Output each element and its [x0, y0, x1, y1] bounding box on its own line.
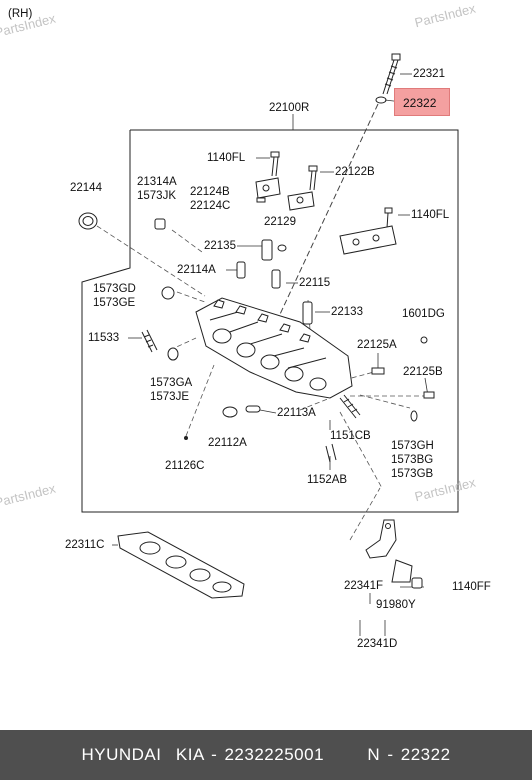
part-label[interactable]: 1573GH: [391, 440, 434, 452]
valve-seal-part: [222, 405, 261, 418]
part-label[interactable]: 1573GB: [391, 468, 434, 480]
frame-outline: [130, 129, 459, 513]
cam-cap-front-part: [255, 177, 281, 203]
part-label[interactable]: 1601DG: [402, 308, 445, 320]
part-label[interactable]: 22125A: [357, 339, 397, 351]
frame-left-edge: [81, 130, 131, 513]
part-label[interactable]: 22124C: [190, 200, 231, 212]
cam-cap-rear-part: [339, 225, 397, 255]
head-bolt-part: [382, 53, 401, 95]
leader-dash: [267, 103, 379, 341]
part-label[interactable]: 22144: [70, 182, 102, 194]
plug-gh-part: [410, 410, 418, 422]
part-label[interactable]: 22114A: [177, 264, 216, 276]
highlighted-part-label[interactable]: 22322: [403, 96, 437, 110]
plug-ga-part: [167, 347, 179, 361]
part-label[interactable]: 22122B: [335, 166, 375, 178]
part-label[interactable]: 1573JK: [137, 190, 177, 202]
part-label[interactable]: 22125B: [403, 366, 443, 378]
cam-cap-mid-part: [287, 191, 315, 211]
part-label[interactable]: 22321: [413, 68, 445, 80]
diagram-drawing: [78, 53, 459, 636]
part-label[interactable]: 22113A: [277, 407, 316, 419]
oil-seal-part: [78, 212, 98, 230]
cap-bolt-part: [270, 151, 393, 229]
part-label[interactable]: 21314A: [137, 176, 177, 188]
parts-diagram: (RH) PartsIndex PartsIndex PartsIndex Pa…: [0, 1, 491, 650]
pin-21126c-part: [184, 436, 188, 440]
part-label[interactable]: 1573JE: [150, 391, 190, 403]
stud-11533-part: [141, 329, 158, 353]
part-label[interactable]: 1152AB: [307, 474, 348, 486]
stud-1151cb-part: [339, 394, 361, 419]
part-number-footer: HYUNDAI KIA - 2232225001 N - 22322: [0, 730, 532, 780]
part-label[interactable]: 11533: [88, 332, 120, 344]
part-label[interactable]: 1573BG: [391, 454, 434, 466]
cylinder-head-block: [195, 297, 353, 399]
stud-1152ab-part: [325, 443, 337, 463]
part-label[interactable]: 1140FL: [207, 152, 246, 164]
plug-part: [154, 218, 166, 230]
plug-1601dg-part: [420, 336, 428, 344]
part-label[interactable]: 1151CB: [330, 430, 371, 442]
part-label[interactable]: 22133: [331, 306, 363, 318]
variant-label: (RH): [8, 8, 33, 20]
part-label[interactable]: 22129: [264, 216, 296, 228]
part-label[interactable]: 22124B: [190, 186, 230, 198]
part-label[interactable]: 1573GE: [93, 297, 136, 309]
tappet-part: [236, 239, 313, 325]
part-label[interactable]: 22311C: [65, 539, 105, 551]
part-label[interactable]: 1573GD: [93, 283, 136, 295]
part-label[interactable]: 22341D: [357, 638, 398, 650]
part-label[interactable]: 1140FF: [452, 581, 491, 593]
part-label[interactable]: 91980Y: [376, 599, 416, 611]
part-label[interactable]: 1140FL: [411, 209, 450, 221]
part-label[interactable]: 22100R: [269, 102, 310, 114]
washer-part: [375, 96, 387, 104]
bracket-part: [365, 519, 423, 589]
part-label[interactable]: 1573GA: [150, 377, 193, 389]
part-label[interactable]: 22135: [204, 240, 236, 252]
part-label[interactable]: 22112A: [208, 437, 247, 449]
part-label[interactable]: 21126C: [165, 460, 205, 472]
highlight-box: [394, 88, 450, 116]
part-label[interactable]: 22341F: [344, 580, 384, 592]
footer-text: HYUNDAI KIA - 2232225001 N - 22322: [81, 745, 451, 764]
part-label[interactable]: 22115: [299, 277, 331, 289]
dashed-leaders: [96, 225, 428, 541]
dowel-part: [371, 367, 435, 399]
head-gasket-part: [117, 531, 245, 599]
plug-gd-part: [161, 286, 175, 300]
